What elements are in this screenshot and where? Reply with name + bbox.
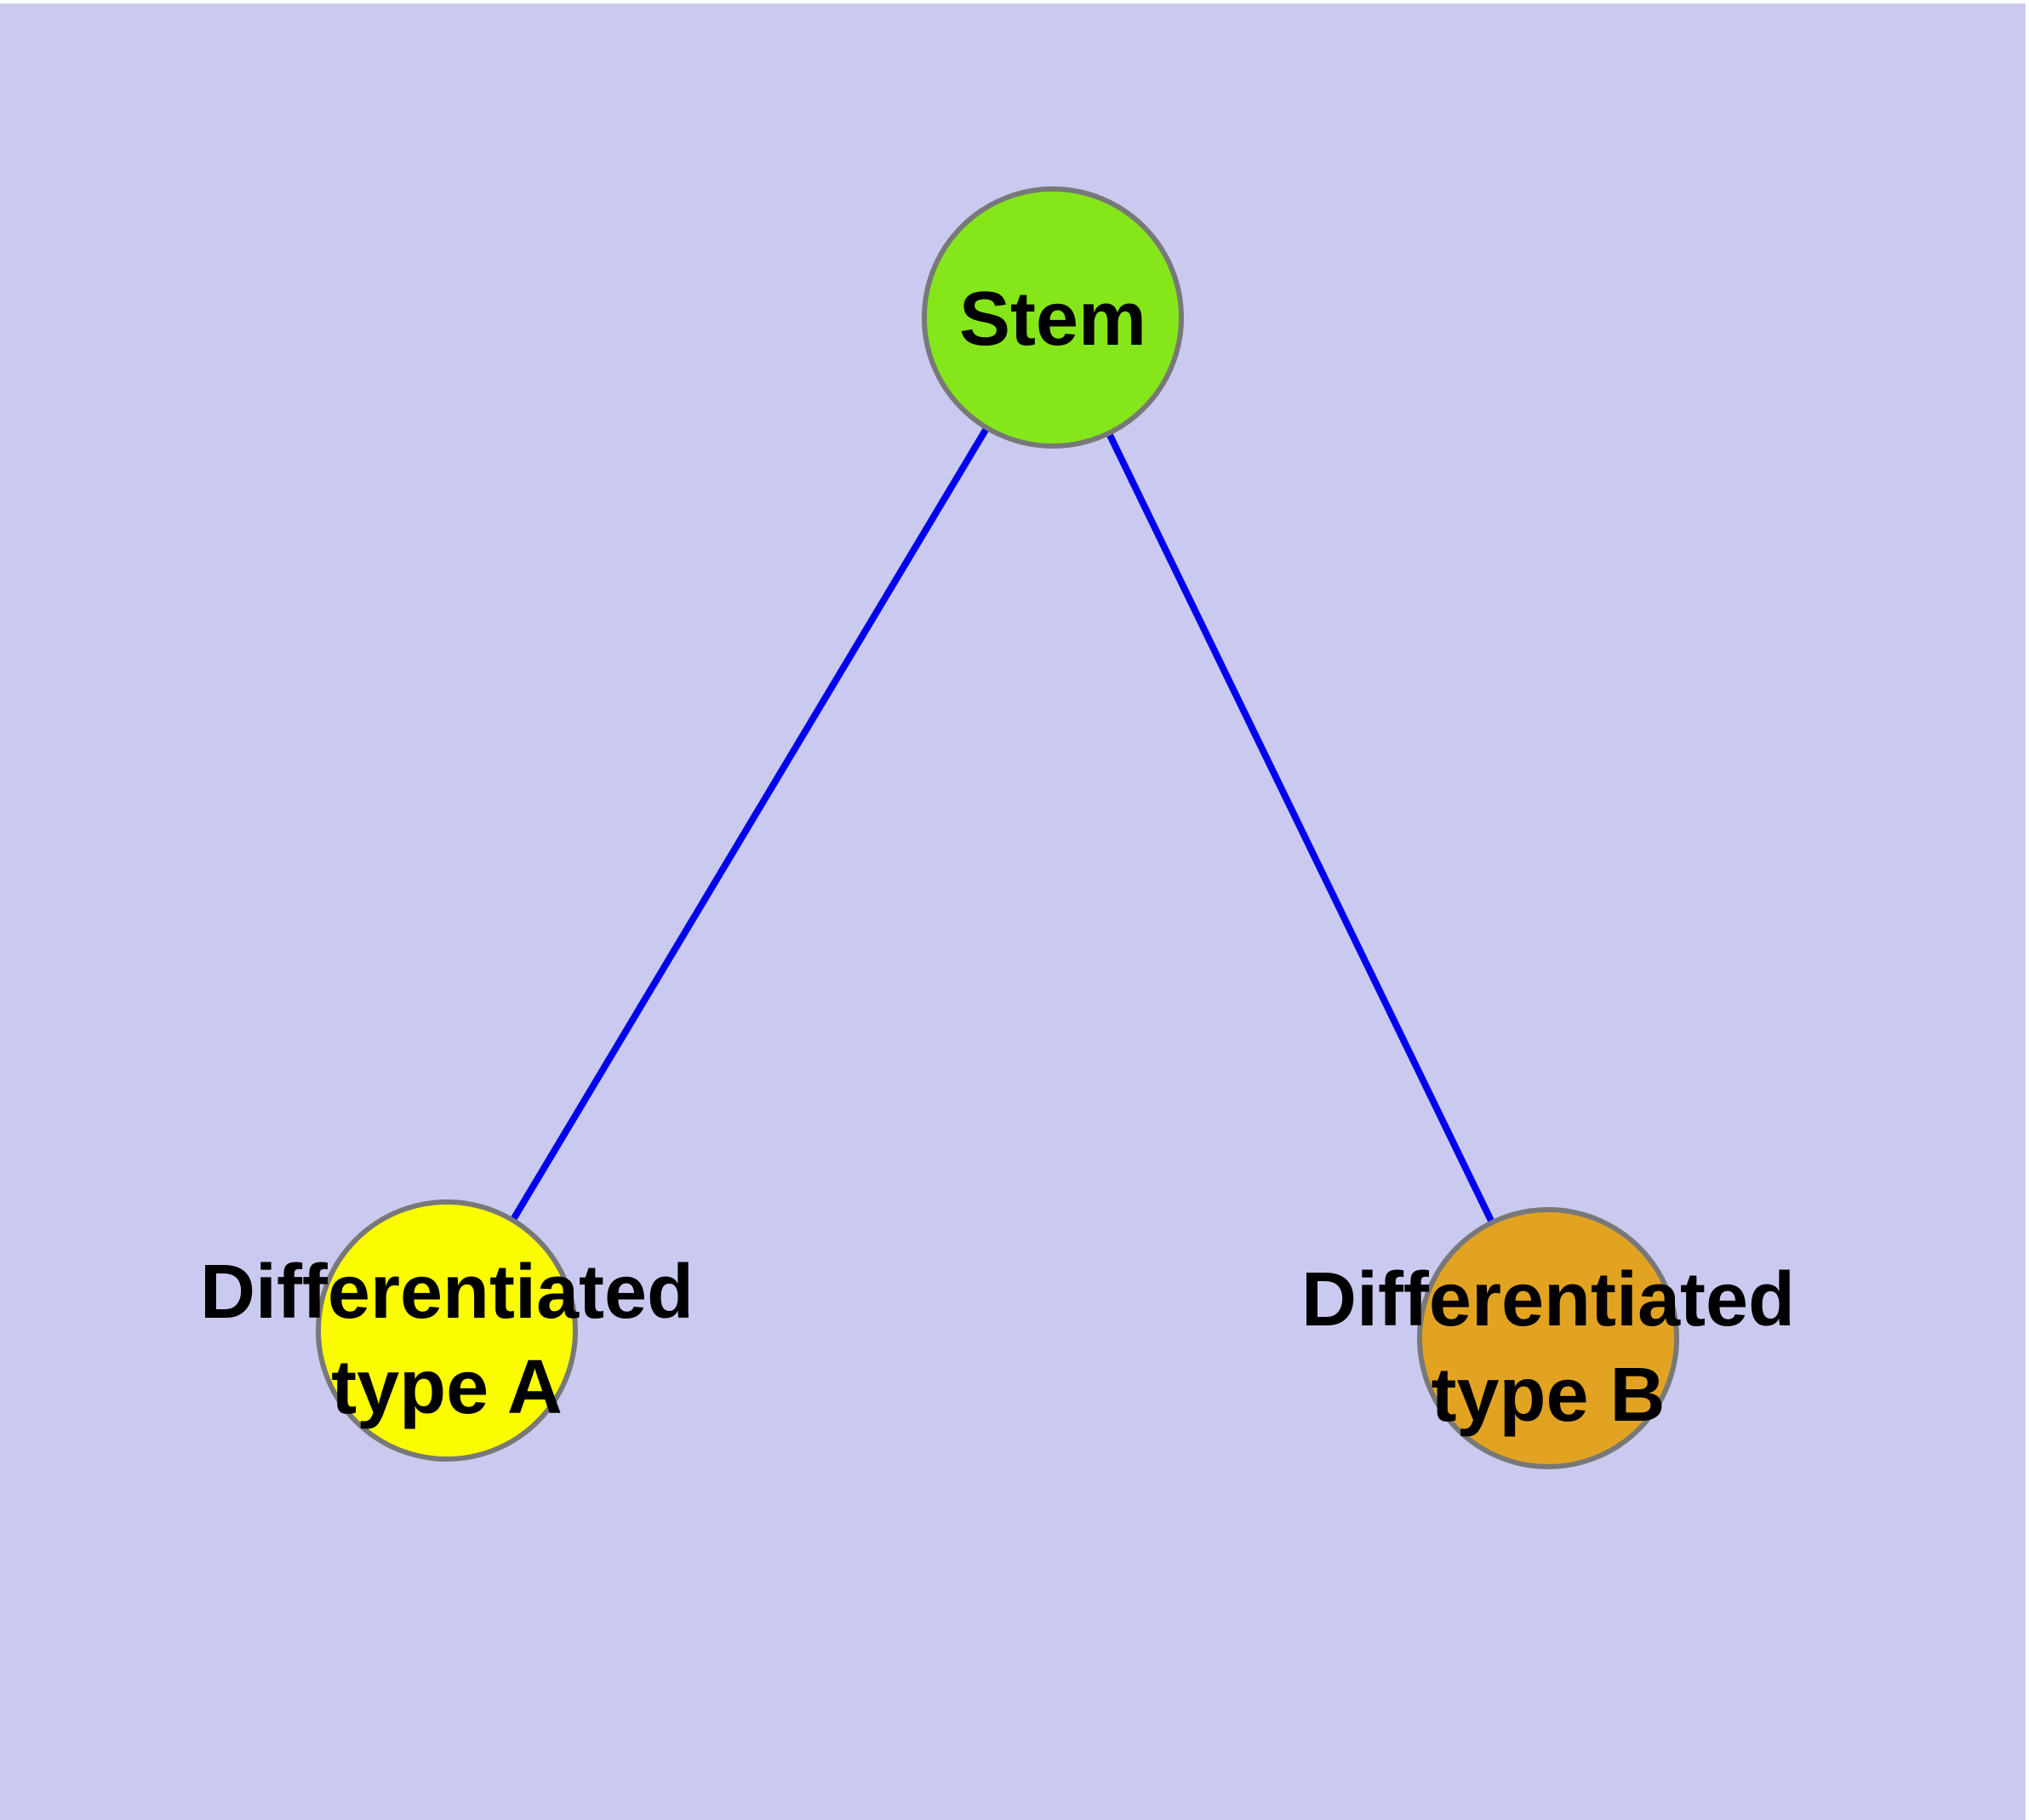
- edge-stem-to-type-b: [1049, 316, 1552, 1340]
- node-type-a-circle: [316, 1199, 578, 1462]
- node-type-a-label-line-1: Differentiated: [200, 1250, 694, 1335]
- edge-stem-to-type-a: [443, 315, 1056, 1333]
- node-stem-label-line-1: Stem: [959, 277, 1146, 362]
- node-type-b-label-line-2: type B: [1431, 1353, 1665, 1438]
- node-stem-circle: [922, 186, 1184, 449]
- node-type-a-label-line-2: type A: [331, 1345, 563, 1430]
- node-type-b-circle: [1417, 1207, 1679, 1469]
- node-type-b-label-line-1: Differentiated: [1301, 1257, 1795, 1342]
